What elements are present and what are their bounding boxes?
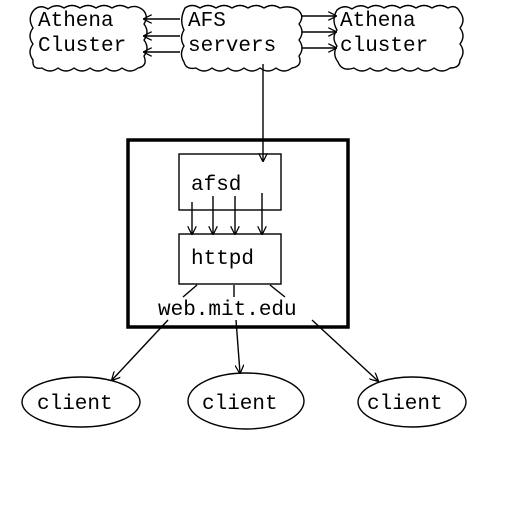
afs-servers-line1: AFS <box>188 10 226 33</box>
cloud-shape-right <box>333 4 464 72</box>
athena-cluster-right: Athena cluster <box>333 4 464 72</box>
athena-cluster-right-line2: cluster <box>340 35 428 58</box>
client-label-2: client <box>202 393 278 416</box>
cloud-shape-center <box>180 4 303 72</box>
afsd-box <box>178 153 282 211</box>
httpd-to-host-links <box>182 284 286 298</box>
client-ellipse-3 <box>357 376 467 428</box>
client-ellipse-2 <box>187 372 305 430</box>
athena-cluster-left-line1: Athena <box>38 10 114 33</box>
server-to-client-links <box>112 319 378 381</box>
afs-servers-line2: servers <box>188 35 276 58</box>
afs-to-left-cluster-links <box>144 19 180 52</box>
client-arrow-2 <box>236 319 240 373</box>
httpd-host-tick-3 <box>269 284 286 298</box>
httpd-label: httpd <box>191 248 254 271</box>
afs-to-right-cluster-links <box>302 16 336 48</box>
host-label: web.mit.edu <box>158 299 297 322</box>
athena-cluster-left: Athena Cluster <box>29 4 148 72</box>
httpd-host-tick-1 <box>182 284 198 298</box>
client-node-2: client <box>187 372 305 430</box>
web-server-box <box>126 138 350 329</box>
httpd-box <box>178 233 282 285</box>
client-arrow-3 <box>311 319 378 381</box>
httpd-process: httpd <box>178 233 282 285</box>
afs-servers: AFS servers <box>180 4 303 72</box>
athena-cluster-right-line1: Athena <box>340 10 416 33</box>
athena-cluster-left-line2: Cluster <box>38 35 126 58</box>
client-ellipse-1 <box>21 376 141 428</box>
afsd-process: afsd <box>178 153 282 211</box>
cloud-shape-left <box>29 4 148 72</box>
client-label-3: client <box>367 393 443 416</box>
client-arrow-1 <box>112 319 169 380</box>
afsd-to-httpd-links <box>192 193 262 234</box>
afsd-label: afsd <box>191 174 241 197</box>
client-label-1: client <box>37 393 113 416</box>
client-node-1: client <box>21 376 141 428</box>
client-node-3: client <box>357 376 467 428</box>
